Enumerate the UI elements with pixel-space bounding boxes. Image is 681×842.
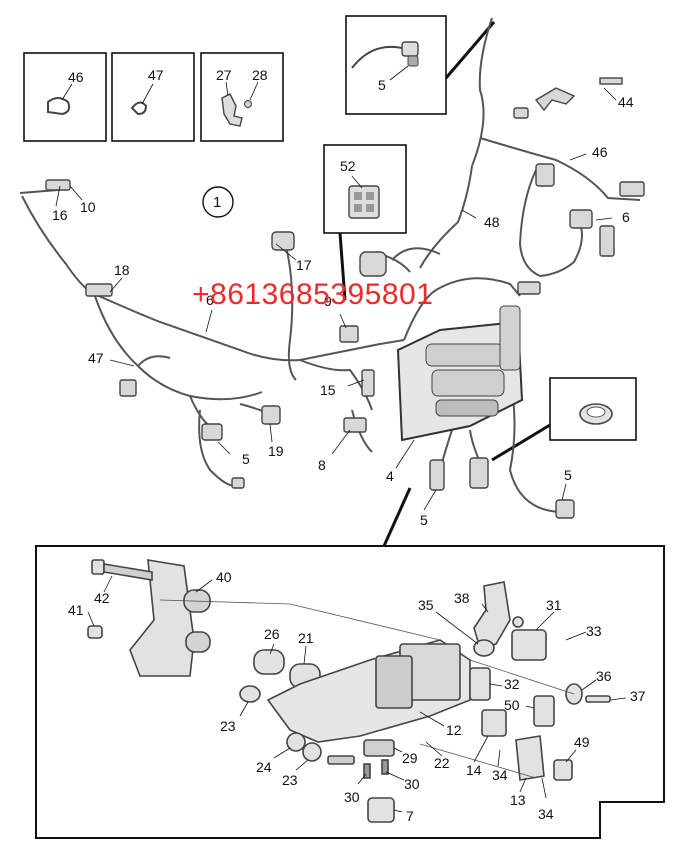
callout-23: 23 (220, 718, 236, 734)
callout-32: 32 (504, 676, 520, 692)
callout-numbers: 46 47 27 28 5 44 46 16 10 6 52 48 17 18 … (52, 67, 646, 824)
callout-28: 28 (252, 67, 268, 83)
callout-5: 5 (564, 467, 572, 483)
callout-14: 14 (466, 762, 482, 778)
callout-22: 22 (434, 755, 450, 771)
callout-23: 23 (282, 772, 298, 788)
callout-5: 5 (378, 77, 386, 93)
callout-6: 6 (206, 292, 214, 308)
callout-33: 33 (586, 623, 602, 639)
callout-6: 6 (622, 209, 630, 225)
callout-7: 7 (406, 808, 414, 824)
exploded-parts (87, 559, 611, 823)
callout-8: 8 (318, 457, 326, 473)
callout-48: 48 (484, 214, 500, 230)
detail-box-connector-52 (323, 144, 407, 301)
figure-reference-number: 1 (213, 194, 221, 211)
detail-box-ring-nut (491, 377, 637, 462)
callout-5: 5 (242, 451, 250, 467)
callout-30: 30 (404, 776, 420, 792)
detail-box-sensor-5 (345, 15, 496, 115)
callout-35: 35 (418, 597, 434, 613)
callout-47: 47 (88, 350, 104, 366)
callout-17: 17 (296, 257, 312, 273)
callout-5: 5 (420, 512, 428, 528)
callout-27: 27 (216, 67, 232, 83)
callout-34: 34 (538, 806, 554, 822)
callout-40: 40 (216, 569, 232, 585)
callout-13: 13 (510, 792, 526, 808)
callout-19: 19 (268, 443, 284, 459)
callout-29: 29 (402, 750, 418, 766)
callout-36: 36 (596, 668, 612, 684)
leader-lines-bottom (87, 575, 627, 813)
callout-47: 47 (148, 67, 164, 83)
callout-49: 49 (574, 734, 590, 750)
leader-lines-top (55, 87, 617, 511)
callout-4: 4 (386, 468, 394, 484)
callout-46: 46 (592, 144, 608, 160)
detail-box-bracket-27-28 (200, 52, 284, 142)
detail-box-clip-46 (23, 52, 107, 142)
callout-18: 18 (114, 262, 130, 278)
callout-52: 52 (340, 158, 356, 174)
exploded-view-pointer (382, 487, 412, 547)
callout-34: 34 (492, 767, 508, 783)
callout-37: 37 (630, 688, 646, 704)
callout-10: 10 (80, 199, 96, 215)
callout-38: 38 (454, 590, 470, 606)
callout-26: 26 (264, 626, 280, 642)
callout-41: 41 (68, 602, 84, 618)
callout-42: 42 (94, 590, 110, 606)
watermark-phone-number: +8613685395801 (192, 278, 434, 311)
callout-24: 24 (256, 759, 272, 775)
callout-46: 46 (68, 69, 84, 85)
exploded-guide-line (159, 599, 575, 779)
callout-15: 15 (320, 382, 336, 398)
detail-box-clip-47 (111, 52, 195, 142)
callout-30: 30 (344, 789, 360, 805)
callout-44: 44 (618, 94, 634, 110)
tcm-unit (396, 305, 524, 442)
callout-12: 12 (446, 722, 462, 738)
callout-50: 50 (504, 697, 520, 713)
callout-9: 9 (324, 293, 332, 309)
callout-16: 16 (52, 207, 68, 223)
callout-31: 31 (546, 597, 562, 613)
figure-reference-circle (202, 186, 234, 218)
callout-21: 21 (298, 630, 314, 646)
